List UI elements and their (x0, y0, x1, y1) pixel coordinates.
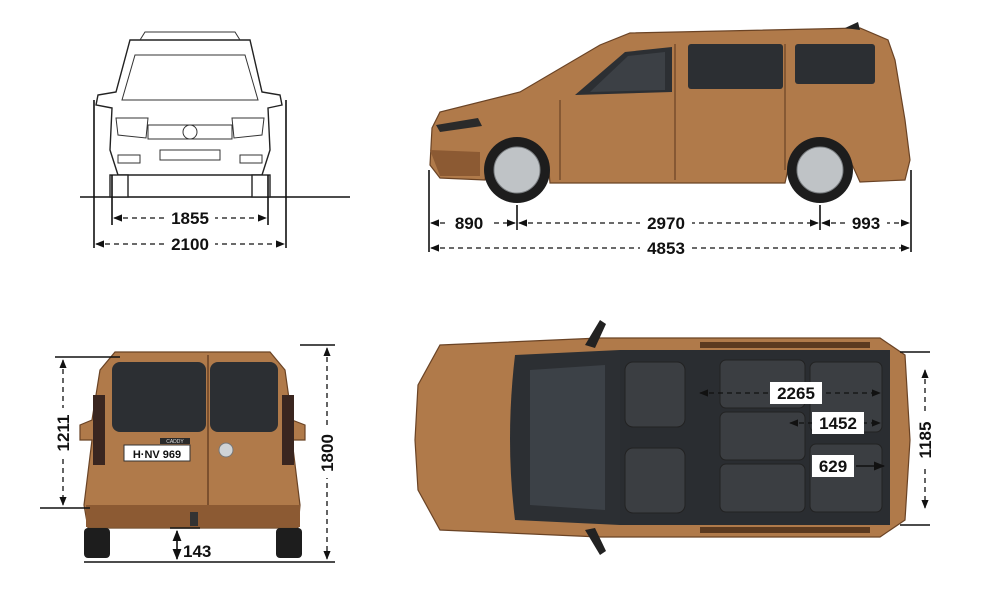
dim-front-width: 2100 (171, 235, 209, 254)
dim-ground-clearance: 143 (183, 542, 211, 561)
dim-cargo-length: 2265 (777, 384, 815, 403)
front-seat-right (624, 447, 686, 514)
dim-rear-load-height: 1211 (54, 415, 73, 452)
dim-cargo-length-3: 629 (819, 457, 847, 476)
dim-wheelbase: 2970 (647, 214, 685, 233)
dim-cargo-width: 1185 (916, 422, 935, 459)
side-view: 890 2970 993 4853 (428, 22, 912, 259)
dim-front-track: 1855 (171, 209, 209, 228)
rear-view: CADDY H·NV 969 1211 1800 143 (40, 344, 338, 563)
dim-overall-height: 1800 (318, 434, 337, 472)
dim-rear-overhang: 993 (852, 214, 880, 233)
front-seat-left (624, 361, 686, 428)
dim-cargo-length-2: 1452 (819, 414, 857, 433)
license-plate: H·NV 969 (133, 449, 181, 461)
dim-overall-length: 4853 (647, 239, 685, 258)
badge-text: CADDY (166, 439, 184, 445)
dim-front-overhang: 890 (455, 214, 483, 233)
top-view: 2265 1452 629 1185 (414, 320, 936, 555)
front-view: 1855 2100 (80, 31, 350, 254)
